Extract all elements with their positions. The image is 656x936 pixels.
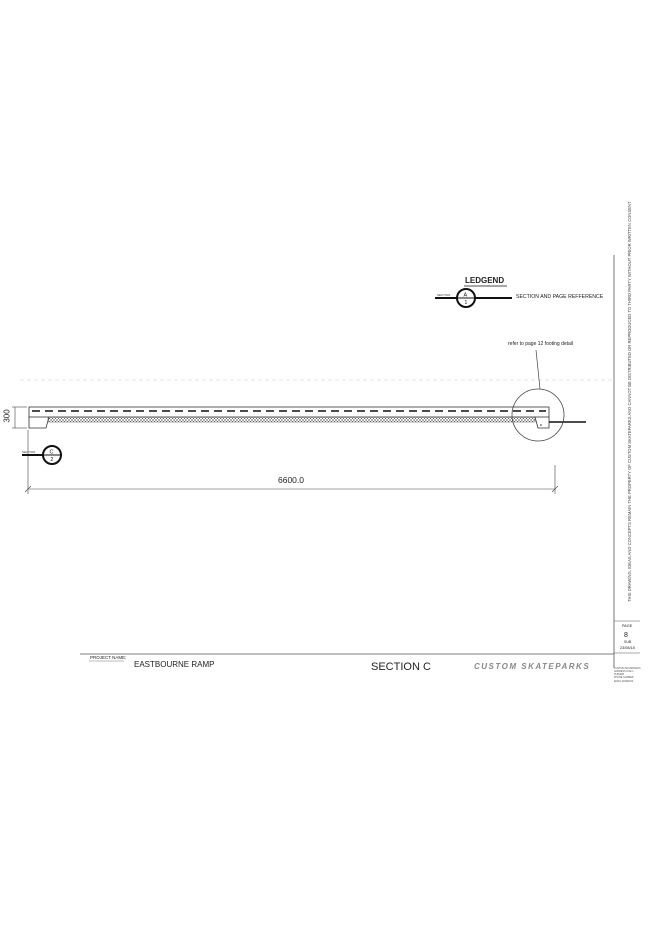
copyright-note: THIS DRAWING, IDEAS AND CONCEPTS REMAIN …	[627, 201, 632, 602]
legend-symbol-tag: SECTION	[437, 293, 450, 297]
slab-outline	[28, 406, 550, 418]
legend-section-symbol: SECTION A 1	[435, 288, 512, 308]
drawing-date: 23/08/18	[620, 646, 635, 650]
length-dimension-label: 6600.0	[278, 475, 304, 485]
length-dimension	[24, 430, 559, 494]
height-dimension	[12, 406, 27, 429]
page-label: PAGE	[622, 624, 633, 628]
project-name: EASTBOURNE RAMP	[134, 660, 215, 669]
revision-label: SUB	[624, 640, 632, 644]
company-logo: CUSTOM SKATEPARKS	[474, 662, 591, 671]
callout-symbol-letter: C	[50, 450, 54, 456]
callout-section-symbol: SECTION C 2	[22, 445, 62, 465]
page-number: 8	[624, 632, 628, 639]
left-footing	[28, 416, 50, 429]
callout-leader-line	[535, 349, 541, 390]
callout-symbol-tag: SECTION	[22, 450, 35, 454]
legend-symbol-letter: A	[464, 293, 468, 299]
footing-marker-dot	[540, 424, 542, 426]
right-footing	[534, 416, 550, 429]
legend-description: SECTION AND PAGE REFFERENCE	[516, 294, 604, 300]
project-name-label: PROJECT NAME:	[90, 655, 127, 660]
gravel-base-hatch	[47, 416, 536, 423]
height-dimension-label: 300	[2, 409, 12, 423]
legend-title: LEDGEND	[465, 276, 505, 285]
footing-detail-circle	[511, 388, 565, 442]
footing-detail-note: refer to page 12 footing detail	[508, 341, 574, 347]
ramp-slab-section	[28, 388, 586, 442]
callout-symbol-page: 2	[51, 457, 54, 463]
company-details: CUSTOM SKATEPARKS ADDRESS LINE 1 SUBURB …	[614, 667, 641, 683]
legend-symbol-page: 1	[465, 300, 468, 306]
drawing-title: SECTION C	[371, 661, 431, 673]
